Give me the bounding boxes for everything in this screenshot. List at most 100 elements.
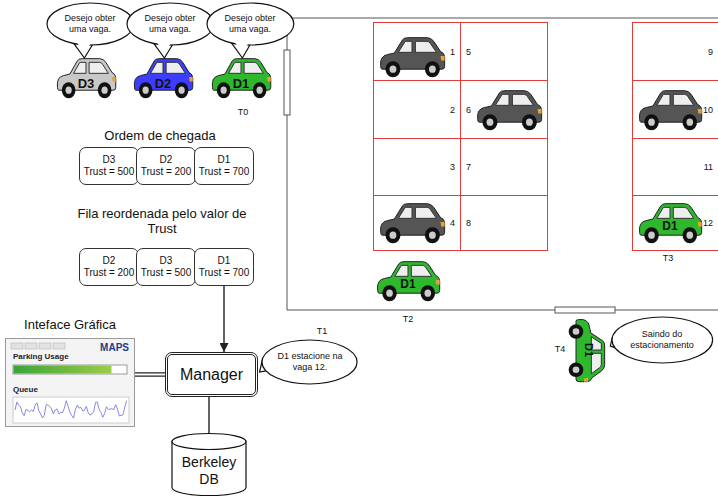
spot-number: 4 xyxy=(450,219,455,228)
car-label: D2 xyxy=(155,77,172,92)
car-label: D1 xyxy=(662,220,677,234)
parking-spot: 6 xyxy=(460,80,548,139)
parking-spot: 2 xyxy=(373,80,461,139)
queue-box: D3Trust = 500 xyxy=(136,248,197,286)
car-hubcap xyxy=(257,87,263,94)
bubble-body xyxy=(47,3,134,45)
car-window xyxy=(166,62,185,73)
node-text: Saindo do estacionamento xyxy=(627,329,697,351)
parking-spot: 7 xyxy=(460,138,548,196)
queue-box: D3Trust = 500 xyxy=(79,147,140,185)
node-text: Trust = 700 xyxy=(199,267,250,279)
node-text: Manager xyxy=(180,365,243,384)
car-hubcap xyxy=(429,66,436,73)
parking-spot: 4 xyxy=(373,195,461,251)
car-light xyxy=(584,378,588,382)
speech-bubble: Desejo obter uma vaga. xyxy=(206,2,295,46)
usage-bar xyxy=(14,366,112,374)
car xyxy=(212,59,271,99)
car-wheel xyxy=(482,114,497,130)
lot-wall xyxy=(287,18,718,19)
car-label: D3 xyxy=(78,77,95,92)
node-text: Trust = 700 xyxy=(199,166,250,178)
queue-chart-line xyxy=(15,401,127,419)
car-wheel xyxy=(62,82,76,98)
bubble-tail-fill xyxy=(76,42,91,53)
car-hubcap xyxy=(386,290,393,297)
car-window xyxy=(89,62,108,73)
parking-spot: 11 xyxy=(632,138,718,196)
car-hubcap xyxy=(66,87,72,94)
label-text: T4 xyxy=(554,344,567,354)
car-light xyxy=(189,77,193,81)
car-window xyxy=(657,94,670,105)
gui-text: Parking Usage xyxy=(13,352,69,362)
spot-number: 9 xyxy=(708,47,713,56)
node-text: Desejo obter uma vaga. xyxy=(60,13,120,35)
node-text: Trust = 200 xyxy=(141,166,192,178)
bubble-tail-fill xyxy=(233,41,247,52)
bubble-body xyxy=(207,3,294,45)
car-hubcap xyxy=(425,290,432,297)
bubble-tail-fill xyxy=(156,42,171,53)
node-text: D2 xyxy=(84,255,135,267)
node-text: Trust = 200 xyxy=(84,267,135,279)
connector-line-inner xyxy=(135,374,165,376)
car-hubcap xyxy=(526,119,533,126)
spot-number: 5 xyxy=(466,47,471,56)
node-text: D2 xyxy=(141,154,192,166)
car-wheel xyxy=(421,285,436,301)
car-window xyxy=(673,94,693,105)
connector-line xyxy=(135,372,165,377)
car-window xyxy=(244,62,263,73)
lot-wall xyxy=(287,310,555,311)
car-wheel xyxy=(175,82,189,98)
car-hubcap xyxy=(102,87,108,94)
gui-text: MAPS xyxy=(100,342,129,354)
car-hubcap xyxy=(687,119,694,126)
lot-wall xyxy=(615,310,718,311)
connector xyxy=(135,374,165,375)
car xyxy=(639,204,701,244)
parking-spot: 5 xyxy=(460,22,548,81)
manager-box: Manager xyxy=(165,352,258,397)
exit-gate xyxy=(555,307,615,313)
car-label: D1 xyxy=(400,278,415,292)
car-hubcap xyxy=(390,66,397,73)
chart-area xyxy=(13,397,129,423)
node-text: Trust = 500 xyxy=(141,267,192,279)
car-light xyxy=(698,109,702,113)
entry-gate xyxy=(284,50,290,115)
bubble-tail-fill xyxy=(614,339,618,346)
car-wheel xyxy=(98,82,112,98)
gui-frame xyxy=(5,317,135,427)
connector-line xyxy=(223,286,224,352)
car-light xyxy=(441,222,445,226)
usage-bar-track xyxy=(13,365,127,374)
spot-number: 6 xyxy=(466,105,471,114)
node-text: D3 xyxy=(84,154,135,166)
car-label: D1 xyxy=(583,343,596,357)
car-window xyxy=(415,41,436,52)
node-text: Desejo obter uma vaga. xyxy=(140,13,200,35)
car-wheel xyxy=(217,82,231,98)
parking-spot: 3 xyxy=(373,138,461,196)
car-window xyxy=(395,265,408,276)
car-wheel xyxy=(569,363,584,378)
car-window xyxy=(512,94,533,105)
car-wheel xyxy=(644,114,659,130)
car xyxy=(57,59,116,99)
car-light xyxy=(698,222,702,226)
connector xyxy=(209,397,210,433)
parking-spot: 9 xyxy=(632,22,718,81)
gui-heading: Inteface Gráfica xyxy=(5,317,135,333)
car-hubcap xyxy=(573,328,580,335)
spot-number: 11 xyxy=(704,163,713,172)
car-label: D1 xyxy=(233,77,250,92)
car-light xyxy=(267,77,271,81)
queue-box: D2Trust = 200 xyxy=(79,248,140,286)
queue-box: D2Trust = 200 xyxy=(136,147,197,185)
car-window xyxy=(151,62,163,73)
spot-number: 1 xyxy=(450,47,455,56)
